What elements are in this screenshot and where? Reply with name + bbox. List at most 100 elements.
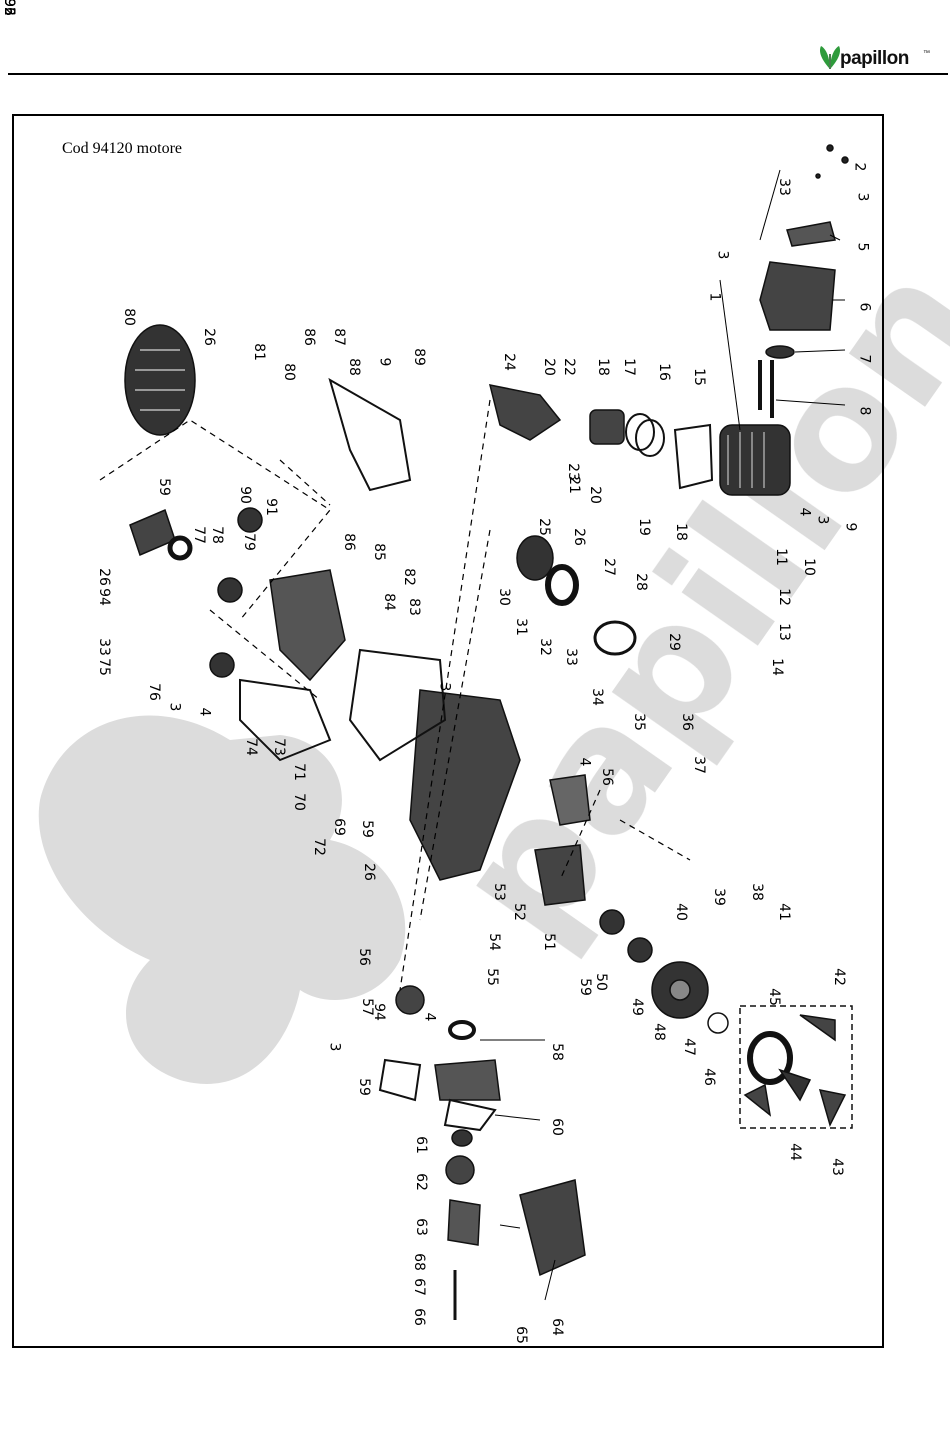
- part-number-label: 67: [410, 1278, 427, 1296]
- part-number-label: 40: [672, 903, 689, 921]
- part-number-label: 3: [436, 682, 453, 692]
- part-number-label: 53: [490, 883, 507, 901]
- part-number-label: 20: [586, 486, 603, 504]
- part-number-label: 34: [588, 688, 605, 706]
- part-number-label: 17: [620, 358, 637, 376]
- part-number-label: 12: [775, 588, 792, 606]
- part-number-label: 26: [360, 863, 377, 881]
- part-number-label: 28: [632, 573, 649, 591]
- part-number-label: 24: [500, 353, 517, 371]
- part-number-label: 91: [262, 498, 279, 516]
- part-number-label: 22: [560, 358, 577, 376]
- part-number-label: 52: [510, 903, 527, 921]
- part-number-label: 44: [786, 1143, 803, 1161]
- part-number-label: 31: [512, 618, 529, 636]
- part-number-label: 3: [326, 1042, 343, 1052]
- part-number-label: 41: [775, 903, 792, 921]
- part-number-label: 71: [290, 763, 307, 781]
- part-number-label: 47: [680, 1038, 697, 1056]
- part-number-label: 39: [710, 888, 727, 906]
- brand-name: papillon: [840, 48, 909, 69]
- part-number-label: 9: [376, 357, 393, 367]
- part-number-label: 51: [540, 933, 557, 951]
- part-number-label: 8: [856, 406, 873, 416]
- part-number-label: 96: [0, 0, 17, 16]
- part-number-label: 61: [412, 1136, 429, 1154]
- part-number-label: 60: [548, 1118, 565, 1136]
- part-number-label: 74: [242, 738, 259, 756]
- part-number-label: 5: [854, 242, 871, 252]
- part-number-label: 70: [290, 793, 307, 811]
- part-number-label: 49: [628, 998, 645, 1016]
- part-number-label: 7: [856, 354, 873, 364]
- part-number-label: 78: [208, 526, 225, 544]
- part-number-label: 59: [155, 478, 172, 496]
- part-number-label: 84: [380, 593, 397, 611]
- part-number-label: 4: [421, 1012, 438, 1022]
- part-number-label: 65: [512, 1326, 529, 1344]
- part-number-label: 80: [280, 363, 297, 381]
- part-number-label: 54: [485, 933, 502, 951]
- part-number-label: 81: [250, 343, 267, 361]
- part-number-label: 3: [854, 192, 871, 202]
- part-number-label: 10: [800, 558, 817, 576]
- part-number-label: 80: [120, 308, 137, 326]
- part-number-label: 36: [678, 713, 695, 731]
- part-number-label: 83: [405, 598, 422, 616]
- part-number-label: 69: [330, 818, 347, 836]
- part-number-label: 86: [300, 328, 317, 346]
- part-number-label: 43: [828, 1158, 845, 1176]
- part-number-label: 68: [410, 1253, 427, 1271]
- part-number-label: 58: [548, 1043, 565, 1061]
- part-number-label: 87: [330, 328, 347, 346]
- part-number-label: 56: [355, 948, 372, 966]
- part-number-label: 14: [768, 658, 785, 676]
- part-number-label: 55: [483, 968, 500, 986]
- part-number-label: 1: [706, 292, 723, 302]
- part-number-label: 20: [540, 358, 557, 376]
- part-number-label: 9: [842, 522, 859, 532]
- part-number-label: 82: [400, 568, 417, 586]
- part-number-label: 37: [690, 756, 707, 774]
- part-number-label: 35: [630, 713, 647, 731]
- part-number-label: 63: [412, 1218, 429, 1236]
- header-rule: [8, 73, 948, 75]
- part-number-label: 59: [576, 978, 593, 996]
- part-number-label: 59: [358, 820, 375, 838]
- part-number-label: 75: [95, 658, 112, 676]
- part-number-label: 48: [650, 1023, 667, 1041]
- figure-title: Cod 94120 motore: [62, 140, 182, 157]
- papillon-logo: papillon ™: [818, 40, 938, 74]
- part-number-label: 66: [410, 1308, 427, 1326]
- part-number-label: 33: [95, 638, 112, 656]
- part-number-label: 25: [535, 518, 552, 536]
- part-number-label: 6: [856, 302, 873, 312]
- part-number-label: 26: [95, 568, 112, 586]
- part-number-label: 59: [355, 1078, 372, 1096]
- part-number-label: 29: [665, 633, 682, 651]
- part-number-label: 46: [700, 1068, 717, 1086]
- part-number-label: 76: [145, 683, 162, 701]
- part-number-label: 3: [814, 515, 831, 525]
- part-number-label: 27: [600, 558, 617, 576]
- part-number-label: 18: [672, 523, 689, 541]
- part-number-label: 42: [830, 968, 847, 986]
- part-number-label: 79: [240, 533, 257, 551]
- part-number-label: 73: [270, 738, 287, 756]
- part-number-label: 90: [236, 486, 253, 504]
- part-number-label: 4: [796, 507, 813, 517]
- part-number-label: 94: [95, 588, 112, 606]
- part-number-label: 33: [562, 648, 579, 666]
- part-number-label: 85: [370, 543, 387, 561]
- part-number-label: 56: [598, 768, 615, 786]
- part-number-label: 16: [655, 363, 672, 381]
- part-number-label: 13: [775, 623, 792, 641]
- part-number-label: 19: [635, 518, 652, 536]
- part-number-label: 15: [690, 368, 707, 386]
- figure-frame: [12, 114, 884, 1348]
- part-number-label: 32: [536, 638, 553, 656]
- part-number-label: 50: [592, 973, 609, 991]
- part-number-label: 89: [410, 348, 427, 366]
